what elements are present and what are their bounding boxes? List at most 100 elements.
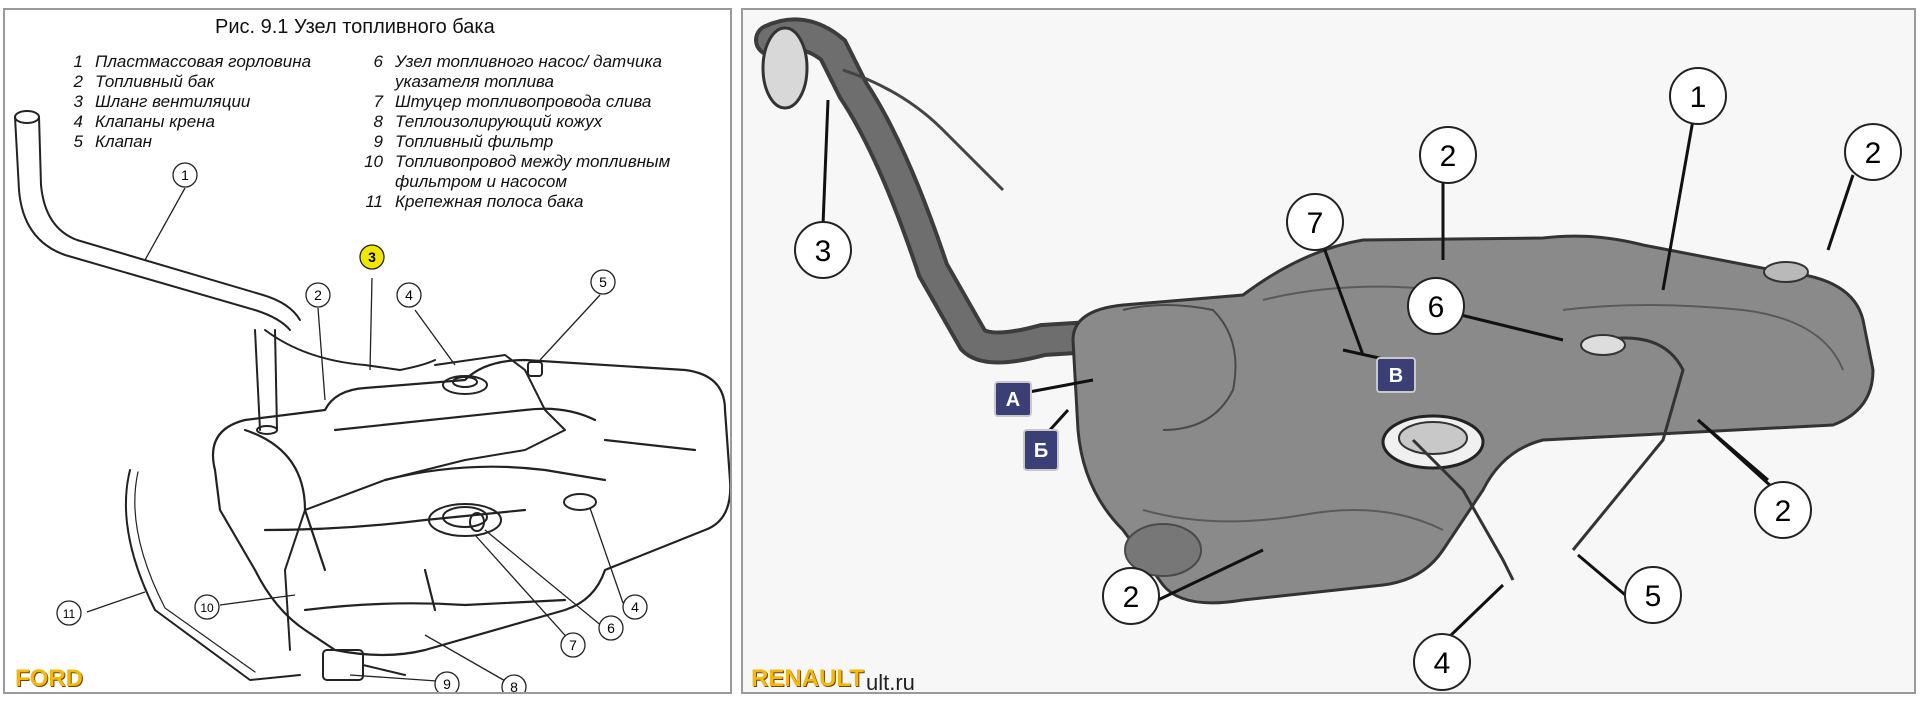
callout-label: 2 <box>1865 137 1882 170</box>
legend-number: 5 <box>73 132 83 151</box>
legend-number: 8 <box>373 112 383 131</box>
badge-b: Б <box>1023 429 1059 471</box>
callout-6: 6 <box>598 615 624 641</box>
callout-label: 7 <box>1307 207 1324 240</box>
figure-title: Рис. 9.1 Узел топливного бака <box>215 16 495 38</box>
callout-label: 5 <box>1645 580 1662 613</box>
callout-2-right-top: 2 <box>1844 123 1902 181</box>
callout-4: 4 <box>1413 633 1471 691</box>
legend-item: 3 Шланг вентиляции <box>53 92 311 112</box>
callout-label: 8 <box>510 679 518 694</box>
callout-9: 9 <box>434 671 460 692</box>
callout-4b: 4 <box>622 594 648 620</box>
legend-item: 11 Крепежная полоса бака <box>353 192 725 212</box>
callout-label: 10 <box>200 601 214 615</box>
callout-6: 6 <box>1407 277 1465 335</box>
callout-1: 1 <box>1669 67 1727 125</box>
callout-label: 4 <box>631 599 639 615</box>
callout-8: 8 <box>501 674 527 694</box>
legend-text: Клапаны крена <box>95 112 216 131</box>
legend-text: Клапан <box>95 132 153 151</box>
fuel-tank <box>211 358 730 657</box>
legend-item: 8 Теплоизолирующий кожух <box>353 112 725 132</box>
callout-10: 10 <box>194 594 220 620</box>
fuel-line <box>284 354 566 651</box>
fuel-filter <box>322 649 406 681</box>
fuel-pump-module <box>428 503 502 537</box>
valve-right <box>563 493 597 511</box>
callout-7: 7 <box>1286 193 1344 251</box>
callout-label: 3 <box>815 235 832 268</box>
callout-2: 2 <box>305 282 331 308</box>
badge-v: В <box>1376 357 1416 393</box>
legend-number: 11 <box>365 192 383 211</box>
legend-text: Топливный фильтр <box>395 132 554 151</box>
callout-5: 5 <box>1624 566 1682 624</box>
legend-text: Штуцер топливопровода слива <box>395 92 652 111</box>
legend-item: 1 Пластмассовая горловина <box>53 52 312 72</box>
callout-5: 5 <box>590 269 616 295</box>
callout-2-right: 2 <box>1754 481 1812 539</box>
callout-3: 3 <box>794 221 852 279</box>
legend-item: 6 Узел топливного насос/ датчика указател… <box>353 52 725 92</box>
legend-number: 6 <box>373 52 383 71</box>
legend-text: Шланг вентиляции <box>95 92 251 111</box>
legend-item: 9 Топливный фильтр <box>353 132 725 152</box>
legend-text: Узел топливного насос/ датчика указателя… <box>395 52 662 91</box>
callout-label: 3 <box>368 249 376 265</box>
callout-label: 2 <box>1440 140 1457 173</box>
legend-item: 2 Топливный бак <box>53 72 311 92</box>
legend-item: 7 Штуцер топливопровода слива <box>353 92 725 112</box>
legend-number: 10 <box>364 152 383 171</box>
callout-label: 4 <box>405 287 413 303</box>
callout-label: 6 <box>1428 291 1445 324</box>
ford-diagram-panel: Рис. 9.1 Узел топливного бака 1 Пластмасс… <box>3 8 732 694</box>
callout-4: 4 <box>396 282 422 308</box>
renault-logo-text: RENAULT <box>751 665 864 692</box>
legend-text: Пластмассовая горловина <box>95 52 312 71</box>
callout-2-left: 2 <box>1102 567 1160 625</box>
legend-column-2: 6 Узел топливного насос/ датчика указател… <box>353 52 725 212</box>
callout-label: 2 <box>1775 495 1792 528</box>
valve-5 <box>527 361 543 377</box>
fuel-pump-module <box>1381 414 1485 470</box>
callout-label: 7 <box>569 637 577 653</box>
callout-1: 1 <box>172 162 198 188</box>
renault-fuel-tank-drawing: 3 1 2 2 7 6 2 2 4 5 А Б В 2 <box>754 17 1902 691</box>
legend-text: Топливный бак <box>95 72 215 91</box>
filler-neck <box>14 110 301 435</box>
legend-number: 1 <box>73 52 83 71</box>
legend-number: 2 <box>73 72 83 91</box>
fuel-tank <box>1071 234 1875 605</box>
renault-diagram-panel: 3 1 2 2 7 6 2 2 4 5 А Б В 2 RENAULT ult.… <box>741 8 1916 694</box>
callout-label: 4 <box>1434 647 1451 680</box>
badge-label: Б <box>1034 440 1048 462</box>
callout-label: 6 <box>607 620 615 636</box>
callout-label: 1 <box>181 167 189 183</box>
filler-neck <box>754 17 1140 365</box>
callout-label: 5 <box>599 274 607 290</box>
legend-number: 3 <box>73 92 83 111</box>
site-watermark: ult.ru <box>866 670 915 694</box>
callout-2-top: 2 <box>1419 126 1477 184</box>
callout-3-highlighted: 3 <box>359 244 385 270</box>
badge-label: В <box>1389 365 1403 387</box>
vent-hose <box>264 329 436 371</box>
legend-text: Теплоизолирующий кожух <box>395 112 603 131</box>
valve-top <box>442 375 488 395</box>
legend-number: 9 <box>373 132 383 151</box>
callout-label: 9 <box>443 676 451 692</box>
legend-number: 7 <box>373 92 383 111</box>
callout-label: 2 <box>1123 581 1140 614</box>
callout-11: 11 <box>56 600 82 626</box>
badge-label: А <box>1006 389 1020 411</box>
tank-strap <box>124 469 301 681</box>
callout-label: 2 <box>314 287 322 303</box>
legend-item: 5 Клапан <box>53 132 311 152</box>
callout-7: 7 <box>560 632 586 658</box>
ford-logo-text: FORD <box>15 665 83 692</box>
legend-text: Крепежная полоса бака <box>395 192 584 211</box>
